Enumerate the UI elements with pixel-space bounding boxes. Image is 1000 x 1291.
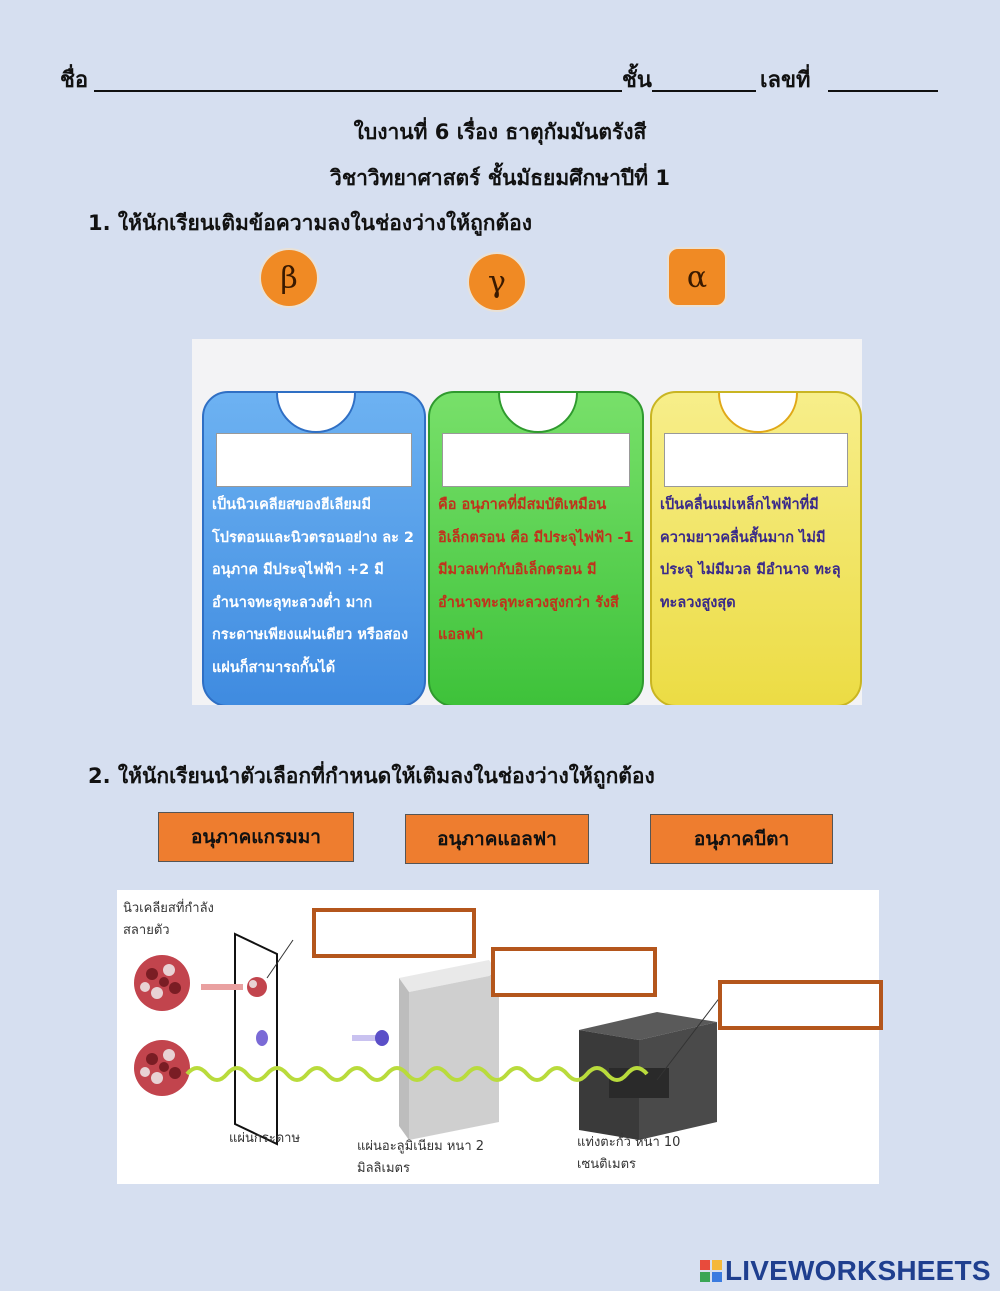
nucleus-icon-bottom xyxy=(134,1040,190,1096)
lead-label: แท่งตะกั่ว หนา 10 เซนติเมตร xyxy=(577,1135,681,1172)
student-info-line: ชื่อ ชั้น เลขที่ xyxy=(60,62,938,98)
worksheet-title: ใบงานที่ 6 เรื่อง ธาตุกัมมันตรังสี xyxy=(353,120,647,144)
diagram-answer-box-3[interactable] xyxy=(718,980,883,1030)
option-alpha-particle[interactable]: อนุภาคแอลฟา xyxy=(405,814,589,864)
nucleus-icon-top xyxy=(134,955,190,1011)
option-beta-particle[interactable]: อนุภาคบีตา xyxy=(650,814,833,864)
answer-box-2[interactable] xyxy=(442,433,630,487)
penetration-illustration xyxy=(134,932,728,1146)
radiation-cards-panel: เป็นนิวเคลียสของฮีเลียมมี โปรตอนและนิวตร… xyxy=(192,339,862,705)
card-2-text: คือ อนุภาคที่มีสมบัติเหมือน อิเล็กตรอน ค… xyxy=(438,497,634,643)
answer-box-3[interactable] xyxy=(664,433,848,487)
diagram-answer-box-1[interactable] xyxy=(312,908,476,958)
paper-label: แผ่นกระดาษ xyxy=(229,1131,301,1146)
number-label: เลขที่ xyxy=(760,68,811,93)
logo-text: LIVEWORKSHEETS xyxy=(725,1255,991,1286)
card-beta-description: คือ อนุภาคที่มีสมบัติเหมือน อิเล็กตรอน ค… xyxy=(428,391,644,705)
question-1: 1. ให้นักเรียนเติมข้อความลงในช่องว่างให้… xyxy=(88,211,533,235)
card-3-text: เป็นคลื่นแม่เหล็กไฟฟ้าที่มี ความยาวคลื่น… xyxy=(660,497,841,611)
diagram-answer-box-2[interactable] xyxy=(491,947,657,997)
symbol-drop-circle-2[interactable] xyxy=(498,393,578,433)
question-2: 2. ให้นักเรียนนำตัวเลือกที่กำหนดให้เติมล… xyxy=(88,764,655,788)
symbol-drop-circle-3[interactable] xyxy=(718,393,798,433)
symbol-drop-circle-1[interactable] xyxy=(276,393,356,433)
gamma-symbol[interactable]: γ xyxy=(469,254,525,310)
penetration-diagram: นิวเคลียสที่กำลังสลายตัว แผ่นกระดาษ แผ่น… xyxy=(117,890,879,1184)
aluminum-label: แผ่นอะลูมิเนียม หนา 2 มิลลิเมตร xyxy=(357,1139,485,1176)
name-label: ชื่อ xyxy=(60,68,89,93)
name-blank[interactable] xyxy=(94,90,622,92)
answer-box-1[interactable] xyxy=(216,433,412,487)
card-gamma-description: เป็นคลื่นแม่เหล็กไฟฟ้าที่มี ความยาวคลื่น… xyxy=(650,391,862,705)
worksheet-subtitle: วิชาวิทยาศาสตร์ ชั้นมัธยมศึกษาปีที่ 1 xyxy=(330,166,670,190)
liveworksheets-icon xyxy=(700,1260,722,1282)
number-blank[interactable] xyxy=(828,90,938,92)
beta-symbol[interactable]: β xyxy=(261,250,317,306)
card-1-text: เป็นนิวเคลียสของฮีเลียมมี โปรตอนและนิวตร… xyxy=(212,497,415,676)
class-blank[interactable] xyxy=(652,90,756,92)
source-label: นิวเคลียสที่กำลังสลายตัว xyxy=(123,901,214,938)
alpha-symbol[interactable]: α xyxy=(669,249,725,305)
class-label: ชั้น xyxy=(622,68,652,93)
liveworksheets-logo: LIVEWORKSHEETS xyxy=(700,1254,991,1288)
card-alpha-description: เป็นนิวเคลียสของฮีเลียมมี โปรตอนและนิวตร… xyxy=(202,391,426,705)
option-gamma-particle[interactable]: อนุภาคแกรมมา xyxy=(158,812,354,862)
